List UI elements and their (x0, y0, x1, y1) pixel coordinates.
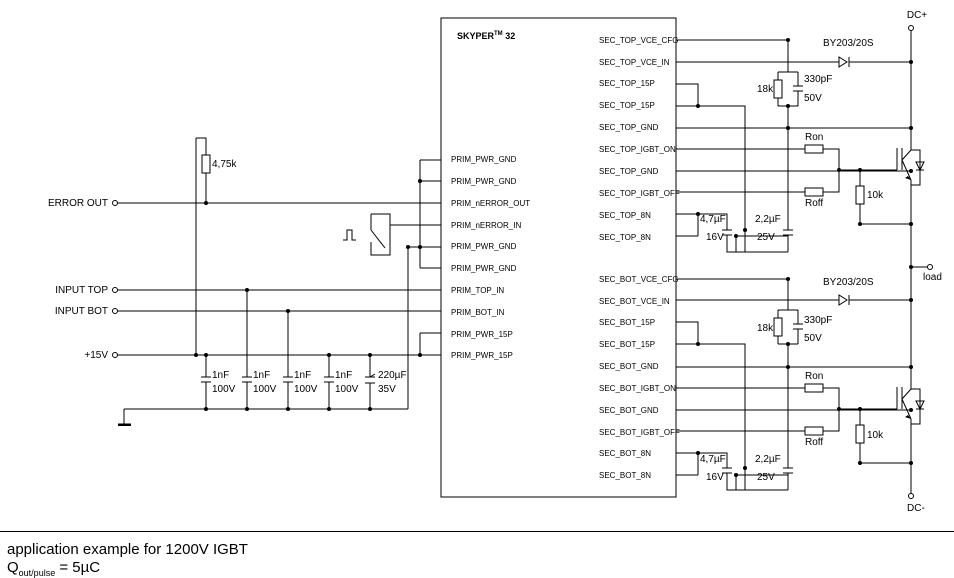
input-top-terminal[interactable] (112, 287, 118, 293)
load-label: load (923, 272, 942, 283)
pin-sec-top-15p-2: SEC_TOP_15P (599, 101, 655, 110)
bot-c4u7-voltage: 16V (706, 472, 724, 483)
pin-sec-top-gnd-2: SEC_TOP_GND (599, 167, 659, 176)
bot-diode-label: BY203/20S (823, 277, 874, 288)
bot-c4u7-label: 4,7µF (700, 454, 726, 465)
bulk-cap-value: 220µF (378, 370, 407, 381)
cap-1-value: 1nF (212, 370, 229, 381)
pin-sec-bot-8n-2: SEC_BOT_8N (599, 471, 651, 480)
bot-r18k (773, 317, 783, 337)
pin-sec-top-8n-1: SEC_TOP_8N (599, 211, 651, 220)
dc-plus-terminal[interactable] (908, 25, 914, 31)
cap-4-voltage: 100V (335, 384, 359, 395)
pin-sec-bot-igbt-on: SEC_BOT_IGBT_ON (599, 384, 676, 393)
secondary-top-circuit: DC+ BY203/20S 18k 330pF 50V Ron Roff 10k… (676, 10, 927, 253)
bot-diode (838, 294, 848, 306)
pin-prim-pwr-15p-2: PRIM_PWR_15P (451, 351, 513, 360)
pin-prim-nerror-out: PRIM_nERROR_OUT (451, 199, 530, 208)
top-r10k-label: 10k (867, 190, 884, 201)
secondary-bot-circuit: load DC- BY203/20S 18k 330pF 50V Ron Rof… (676, 224, 942, 514)
pin-sec-bot-gnd-1: SEC_BOT_GND (599, 362, 659, 371)
pin-prim-pwr-gnd-1: PRIM_PWR_GND (451, 155, 517, 164)
dc-minus-terminal[interactable] (908, 493, 914, 499)
bot-ron-label: Ron (805, 371, 823, 382)
top-r18k-label: 18k (757, 84, 774, 95)
pin-sec-bot-gnd-2: SEC_BOT_GND (599, 406, 659, 415)
caption-separator (0, 531, 954, 532)
top-c2u2-label: 2,2µF (755, 214, 781, 225)
bot-c2u2-label: 2,2µF (755, 454, 781, 465)
pin-sec-bot-vce-in: SEC_BOT_VCE_IN (599, 297, 670, 306)
caption-charge: Qout/pulse = 5µC (7, 559, 101, 578)
caption-title: application example for 1200V IGBT (7, 541, 248, 558)
cap-4-value: 1nF (335, 370, 352, 381)
pin-sec-top-igbt-off: SEC_TOP_IGBT_OFF (599, 189, 680, 198)
pin-sec-top-igbt-on: SEC_TOP_IGBT_ON (599, 145, 676, 154)
primary-side-circuit: 4,75k 1nF 100V 1nF 100V 1nF 100V 1nF 100… (48, 137, 441, 426)
pin-sec-bot-15p-2: SEC_BOT_15P (599, 340, 655, 349)
pin-sec-top-vce-in: SEC_TOP_VCE_IN (599, 58, 670, 67)
pin-sec-top-8n-2: SEC_TOP_8N (599, 233, 651, 242)
pin-prim-pwr-gnd-3: PRIM_PWR_GND (451, 242, 517, 251)
top-c2u2-voltage: 25V (757, 232, 775, 243)
vcc-terminal[interactable] (112, 352, 118, 358)
bot-ron (804, 383, 824, 393)
pin-sec-bot-igbt-off: SEC_BOT_IGBT_OFF (599, 428, 680, 437)
cap-3-voltage: 100V (294, 384, 318, 395)
pin-prim-bot-in: PRIM_BOT_IN (451, 308, 505, 317)
bot-c2u2-voltage: 25V (757, 472, 775, 483)
cap-1-voltage: 100V (212, 384, 236, 395)
pin-sec-bot-vce-cfg: SEC_BOT_VCE_CFG (599, 275, 679, 284)
schematic: SKYPERTM 32 PRIM_PWR_GND PRIM_PWR_GND PR… (48, 10, 942, 514)
chip-name: SKYPERTM 32 (457, 31, 515, 41)
top-r18k (773, 79, 783, 99)
pullup-resistor (201, 154, 211, 174)
bot-c330p-voltage: 50V (804, 333, 822, 344)
top-diode-label: BY203/20S (823, 38, 874, 49)
top-ron (804, 144, 824, 154)
error-out-label: ERROR OUT (48, 198, 108, 209)
top-ron-label: Ron (805, 132, 823, 143)
bot-r18k-label: 18k (757, 323, 774, 334)
top-c4u7-voltage: 16V (706, 232, 724, 243)
skyper-driver-block (440, 17, 677, 498)
pin-sec-top-15p-1: SEC_TOP_15P (599, 79, 655, 88)
pin-sec-top-gnd-1: SEC_TOP_GND (599, 123, 659, 132)
bot-roff (804, 426, 824, 436)
input-bot-terminal[interactable] (112, 308, 118, 314)
pin-sec-bot-8n-1: SEC_BOT_8N (599, 449, 651, 458)
top-c4u7-label: 4,7µF (700, 214, 726, 225)
pullup-label: 4,75k (212, 159, 237, 170)
pin-sec-top-vce-cfg: SEC_TOP_VCE_CFG (599, 36, 678, 45)
top-r10k (855, 185, 865, 205)
cap-2-voltage: 100V (253, 384, 277, 395)
top-c330p-label: 330pF (804, 74, 832, 85)
pin-prim-pwr-gnd-2: PRIM_PWR_GND (451, 177, 517, 186)
top-roff (804, 187, 824, 197)
dc-plus-label: DC+ (907, 10, 927, 21)
bot-r10k (855, 424, 865, 444)
input-top-label: INPUT TOP (55, 285, 108, 296)
bulk-cap-voltage: 35V (378, 384, 396, 395)
top-roff-label: Roff (805, 198, 823, 209)
top-diode (838, 56, 848, 68)
bot-c330p-label: 330pF (804, 315, 832, 326)
pin-prim-nerror-in: PRIM_nERROR_IN (451, 221, 521, 230)
error-out-terminal[interactable] (112, 200, 118, 206)
load-terminal[interactable] (927, 264, 933, 270)
vcc-label: +15V (84, 350, 108, 361)
bot-roff-label: Roff (805, 437, 823, 448)
input-bot-label: INPUT BOT (55, 306, 108, 317)
cap-3-value: 1nF (294, 370, 311, 381)
pin-sec-bot-15p-1: SEC_BOT_15P (599, 318, 655, 327)
cap-2-value: 1nF (253, 370, 270, 381)
bot-r10k-label: 10k (867, 430, 884, 441)
pin-prim-pwr-gnd-4: PRIM_PWR_GND (451, 264, 517, 273)
dc-minus-label: DC- (907, 503, 925, 514)
top-c330p-voltage: 50V (804, 93, 822, 104)
pin-prim-pwr-15p-1: PRIM_PWR_15P (451, 330, 513, 339)
pin-prim-top-in: PRIM_TOP_IN (451, 286, 504, 295)
